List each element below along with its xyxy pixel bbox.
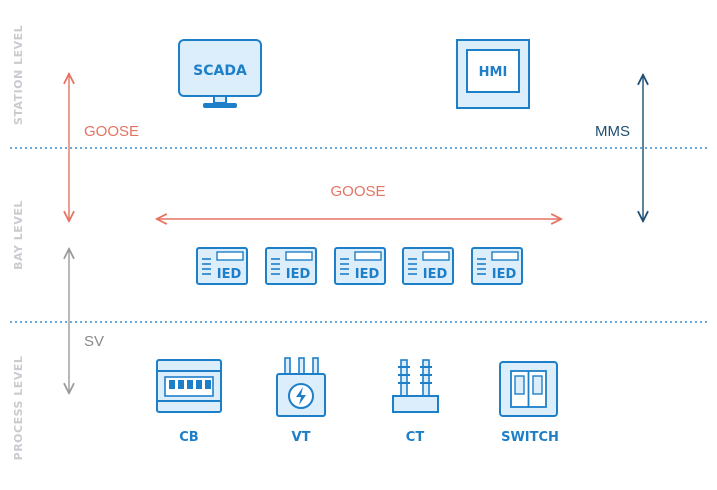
- circuit-breaker-icon: [156, 359, 222, 413]
- goose-horizontal-label: GOOSE: [330, 183, 385, 200]
- ied-device-icon: IED: [265, 247, 317, 285]
- sv-label: SV: [84, 333, 104, 350]
- ied-row: IED IED IED IED IED: [196, 247, 523, 285]
- process-level-label: PROCESS LEVEL: [12, 356, 25, 461]
- ied-label: IED: [286, 267, 311, 282]
- hmi-panel-icon: HMI: [456, 39, 530, 109]
- ied-label: IED: [217, 267, 242, 282]
- device-label-cb: CB: [179, 430, 198, 445]
- bay-level-label: BAY LEVEL: [12, 200, 25, 270]
- ied-label: IED: [423, 267, 448, 282]
- ied-device-icon: IED: [471, 247, 523, 285]
- device-label-ct: CT: [406, 430, 425, 445]
- switch-icon: [499, 361, 558, 417]
- current-transformer-icon: [392, 359, 439, 413]
- goose-vertical-label: GOOSE: [84, 123, 139, 140]
- voltage-transformer-icon: [276, 357, 326, 417]
- mms-label: MMS: [595, 123, 630, 140]
- ied-label: IED: [492, 267, 517, 282]
- ied-device-icon: IED: [334, 247, 386, 285]
- scada-monitor-icon: SCADA: [178, 39, 262, 108]
- ied-device-icon: IED: [402, 247, 454, 285]
- station-level-label: STATION LEVEL: [12, 25, 25, 125]
- ied-label: IED: [355, 267, 380, 282]
- hmi-label: HMI: [479, 65, 508, 80]
- device-label-switch: SWITCH: [501, 430, 559, 445]
- ied-device-icon: IED: [196, 247, 248, 285]
- scada-label: SCADA: [193, 63, 247, 79]
- device-label-vt: VT: [292, 430, 311, 445]
